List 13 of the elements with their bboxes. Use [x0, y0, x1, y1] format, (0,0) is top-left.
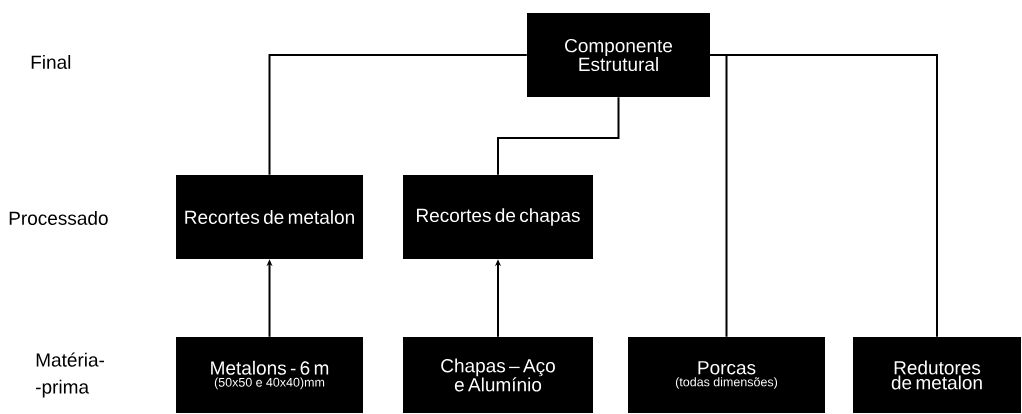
process-box: Componente Estrutural	[527, 13, 710, 97]
process-box: Recortes de chapas	[403, 175, 593, 259]
process-box: Chapas – Aço e Alumínio	[403, 337, 593, 413]
process-box: Metalons - 6 m (50x50 e 40x40)mm	[176, 337, 363, 413]
connector	[268, 54, 528, 176]
connector	[497, 96, 620, 176]
connector	[709, 54, 938, 338]
process-box: Recortes de metalon	[176, 175, 363, 259]
process-box: Porcas (todas dimensões)	[628, 337, 825, 413]
level-label: Final	[31, 55, 71, 69]
level-label: Matéria- -prima	[36, 352, 105, 398]
level-label: Processado	[9, 211, 108, 225]
process-box: Redutores de metalon	[853, 337, 1021, 413]
